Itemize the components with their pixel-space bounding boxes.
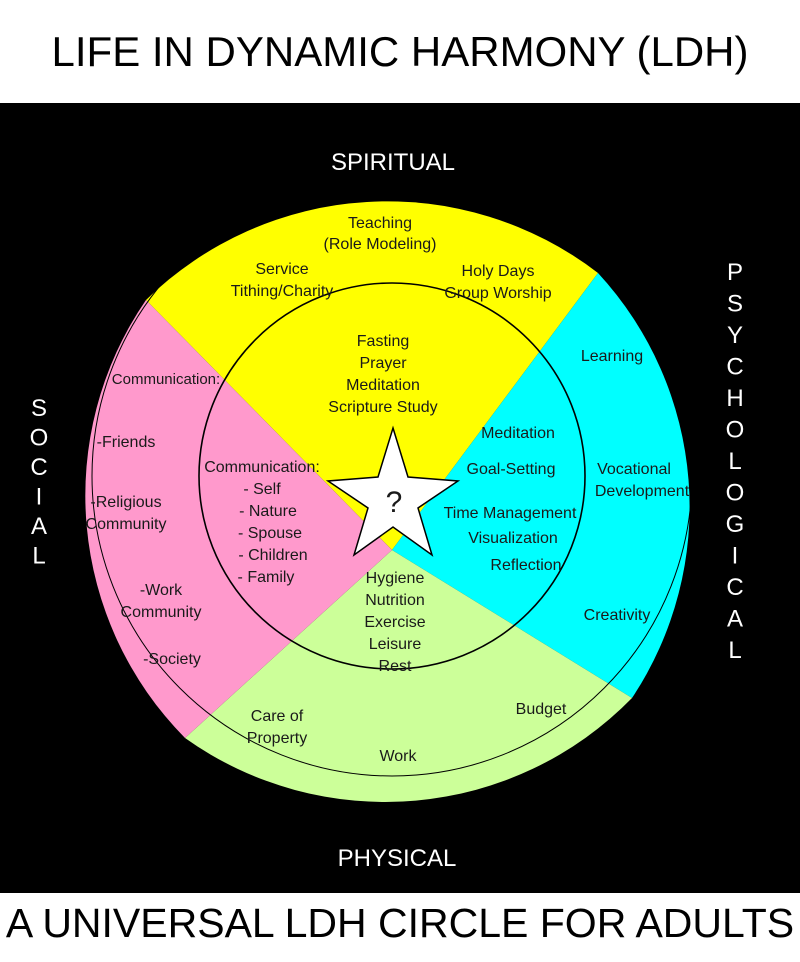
social-letters-letter: O (30, 425, 49, 452)
physical-quadrant (185, 550, 632, 802)
spiritual-inner-item: Prayer (359, 355, 407, 372)
psych-letters-letter: H (726, 385, 743, 412)
social-letters-letter: A (31, 513, 47, 540)
spiritual-inner-item: Meditation (346, 377, 420, 394)
psych-letters-letter: A (727, 606, 743, 633)
social-outer-item: -Friends (97, 434, 156, 451)
social-quadrant (85, 300, 392, 738)
psych-letters-letter: Y (727, 322, 743, 349)
label-spiritual: SPIRITUAL (331, 149, 455, 176)
psychological-inner-item: Visualization (468, 530, 558, 547)
physical-inner-item: Leisure (369, 636, 422, 653)
psych-letters-letter: S (727, 291, 743, 318)
physical-inner-item: Rest (379, 658, 412, 675)
social-inner-item: - Self (243, 481, 281, 498)
spiritual-outer-item: Tithing/Charity (231, 283, 334, 300)
psych-letters-letter: C (726, 354, 743, 381)
psych-letters-letter: G (726, 511, 745, 538)
spiritual-inner-item: Fasting (357, 333, 409, 350)
physical-inner-item: Exercise (364, 614, 425, 631)
inner-circle (198, 282, 586, 670)
social-letters-letter: I (36, 484, 43, 511)
spiritual-quadrant (146, 201, 598, 550)
diagram-title: LIFE IN DYNAMIC HARMONY (LDH) (51, 28, 749, 75)
social-outer-item: -Society (143, 651, 201, 668)
psych-letters-letter: P (727, 259, 743, 286)
psychological-inner-item: Time Management (444, 505, 577, 522)
social-inner-item: - Spouse (238, 525, 302, 542)
psychological-outer-item: Development (595, 483, 690, 500)
psych-letters-letter: L (728, 448, 741, 475)
psychological-inner-item: Meditation (481, 425, 555, 442)
psychological-outer-item: Learning (581, 348, 643, 365)
physical-outer-item: Work (379, 748, 417, 765)
psych-letters-letter: C (726, 574, 743, 601)
psych-letters-letter: O (726, 417, 745, 444)
social-letters-letter: S (31, 395, 47, 422)
psychological-outer-item: Vocational (597, 461, 671, 478)
physical-outer-item: Property (247, 730, 307, 747)
spiritual-outer-item: Service (255, 261, 308, 278)
center-star (325, 425, 461, 557)
center-question-mark: ? (386, 486, 403, 519)
social-letters-letter: C (30, 454, 47, 481)
spiritual-outer-item: Teaching (348, 215, 412, 232)
psychological-quadrant (392, 273, 690, 698)
social-outer-item: Community (121, 604, 202, 621)
psychological-inner-item: Reflection (490, 557, 561, 574)
social-inner-item: - Family (238, 569, 295, 586)
psych-letters-letter: L (728, 637, 741, 664)
psychological-inner-item: Goal-Setting (467, 461, 556, 478)
spiritual-inner-item: Scripture Study (328, 399, 437, 416)
physical-outer-item: Budget (516, 701, 567, 718)
spiritual-outer-item: Group Worship (444, 285, 551, 302)
spiritual-outer-item: Holy Days (462, 263, 535, 280)
spiritual-outer-item: (Role Modeling) (324, 236, 437, 253)
social-letters-letter: L (32, 543, 45, 570)
physical-inner-item: Hygiene (366, 570, 425, 587)
social-outer-item: -Religious (90, 494, 161, 511)
physical-inner-item: Nutrition (365, 592, 425, 609)
psych-letters-letter: I (732, 543, 739, 570)
outer-circle (91, 175, 693, 777)
diagram-subtitle: A UNIVERSAL LDH CIRCLE FOR ADULTS (5, 900, 795, 946)
social-outer-item: -Work (140, 582, 183, 599)
physical-outer-item: Care of (251, 708, 304, 725)
social-outer-item: Community (86, 516, 167, 533)
psych-letters-letter: O (726, 480, 745, 507)
label-physical: PHYSICAL (338, 845, 457, 872)
social-inner-item: - Nature (239, 503, 297, 520)
social-inner-item: - Children (238, 547, 307, 564)
social-outer-item: Communication: (112, 371, 220, 388)
psychological-outer-item: Creativity (584, 607, 651, 624)
social-inner-item: Communication: (204, 459, 320, 476)
